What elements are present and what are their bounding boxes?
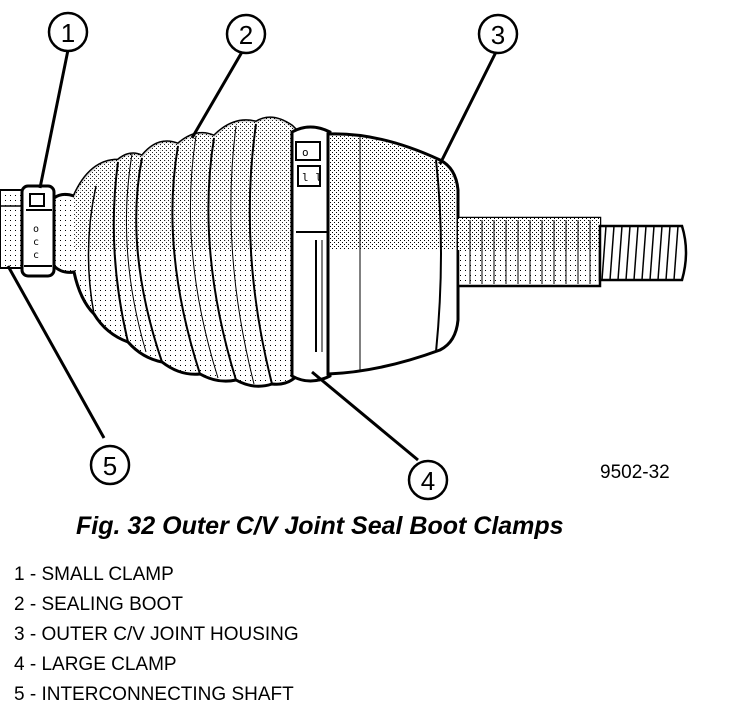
legend-item-sealing-boot: 2 - SEALING BOOT — [14, 594, 183, 615]
callout-4-label: 4 — [421, 466, 435, 496]
svg-text:o: o — [302, 146, 309, 159]
callout-2: 2 — [225, 13, 267, 55]
callout-4: 4 — [407, 459, 449, 501]
sealing-boot — [52, 116, 302, 388]
legend-item-outer-cv-joint-housing: 3 - OUTER C/V JOINT HOUSING — [14, 624, 299, 645]
callout-5: 5 — [89, 444, 131, 486]
legend-item-interconnecting-shaft: 5 - INTERCONNECTING SHAFT — [14, 684, 294, 705]
figure-caption: Fig. 32 Outer C/V Joint Seal Boot Clamps — [76, 512, 564, 540]
legend-item-small-clamp: 1 - SMALL CLAMP — [14, 564, 174, 585]
cv-joint-illustration: o c c o l l — [0, 11, 688, 501]
outer-cv-joint-housing — [326, 132, 460, 376]
svg-text:o: o — [33, 224, 39, 235]
callout-5-label: 5 — [103, 451, 117, 481]
callout-1: 1 — [47, 11, 89, 53]
leader-lines — [6, 49, 498, 462]
callout-2-label: 2 — [239, 20, 253, 50]
svg-text:l l: l l — [302, 171, 322, 184]
svg-text:c: c — [33, 250, 39, 261]
small-clamp: o c c — [20, 184, 56, 278]
callout-3-label: 3 — [491, 20, 505, 50]
svg-text:c: c — [33, 237, 39, 248]
stub-shaft — [456, 216, 688, 288]
callout-3: 3 — [477, 13, 519, 55]
legend-item-large-clamp: 4 - LARGE CLAMP — [14, 654, 177, 675]
figure-number: 9502-32 — [600, 462, 670, 483]
callout-1-label: 1 — [61, 18, 75, 48]
large-clamp: o l l — [290, 125, 332, 383]
legend-list: 1 - SMALL CLAMP 2 - SEALING BOOT 3 - OUT… — [14, 560, 299, 710]
